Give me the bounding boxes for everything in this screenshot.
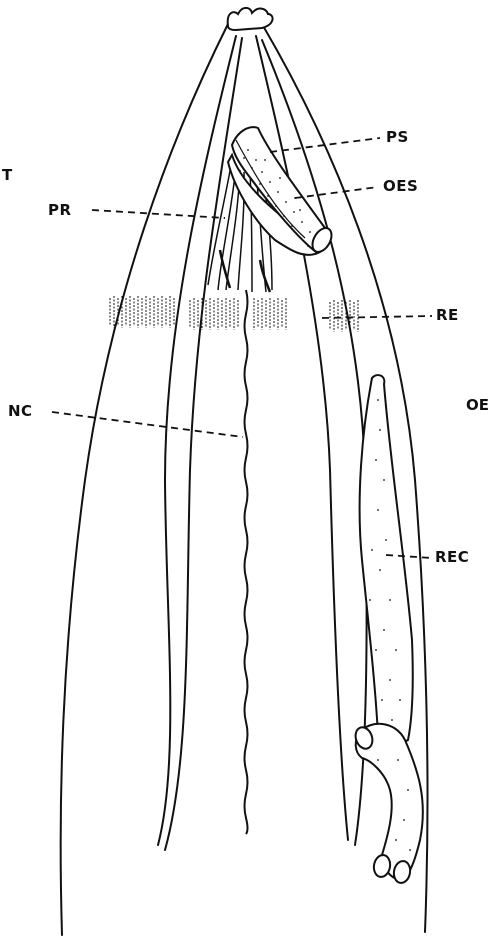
nerve-cord xyxy=(245,290,248,834)
edge-text-right: OE xyxy=(466,398,489,413)
label-oes: OES xyxy=(383,179,418,194)
edge-text-left: T xyxy=(2,168,12,183)
label-nc: NC xyxy=(8,404,33,419)
label-ps: PS xyxy=(386,130,409,145)
label-rec: REC xyxy=(435,550,469,565)
nerve-ring-band xyxy=(110,296,358,332)
leader-nc xyxy=(52,412,243,437)
label-pr: PR xyxy=(48,203,72,218)
mouth-lips xyxy=(228,8,273,30)
leader-oes xyxy=(295,187,378,198)
body-wall-left xyxy=(61,24,228,935)
label-re: RE xyxy=(436,308,459,323)
leader-pr xyxy=(92,210,225,218)
